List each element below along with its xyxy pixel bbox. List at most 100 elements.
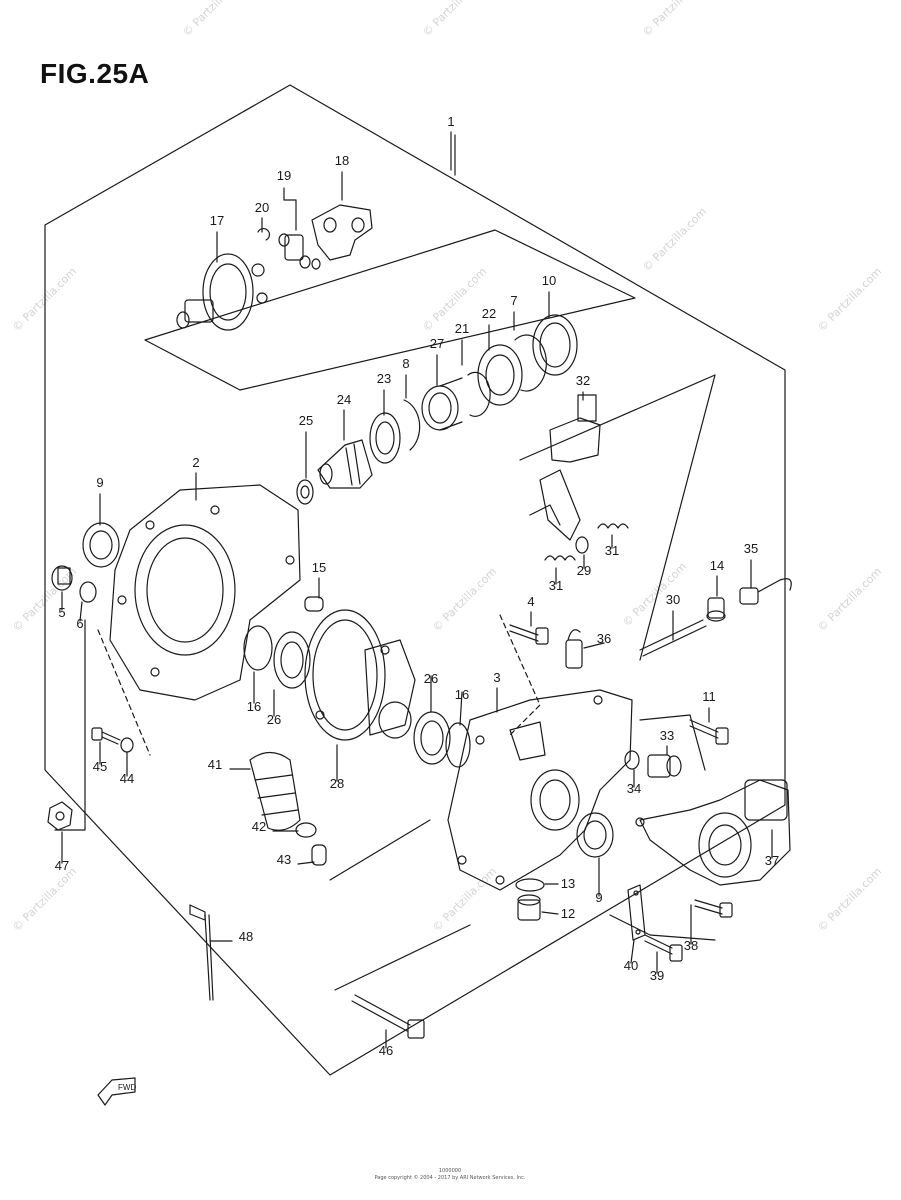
part-16-shim-right [445,722,471,768]
part-33-connector [647,754,682,778]
part-24-pinion-gear [317,439,373,489]
part-44-washer [120,737,134,753]
callout-36: 36 [597,631,611,646]
part-8-circlip [403,399,421,451]
callout-47: 47 [55,858,69,873]
part-19-universal-joint [278,233,321,270]
shift-group-frame [519,374,716,661]
callout-46: 46 [379,1043,393,1058]
callout-4: 4 [527,594,534,609]
callout-39: 39 [650,968,664,983]
callout-leader-line [541,911,559,915]
part-13-washer [515,878,545,892]
callout-33: 33 [660,728,674,743]
callout-14: 14 [710,558,724,573]
callout-41: 41 [208,757,222,772]
part-3-gear-case [447,689,633,891]
dashed-guide [97,629,151,756]
part-46-long-bolt [351,994,425,1039]
callout-6: 6 [76,616,83,631]
part-5-plug [51,565,73,591]
callout-34: 34 [627,781,641,796]
part-9-oil-seal [82,522,120,568]
part-35-sensor [739,578,792,605]
callout-7: 7 [510,293,517,308]
footer-copyright: Page copyright © 2004 - 2017 by ARI Netw… [374,1175,526,1181]
dashed-guide [499,614,541,736]
callout-13: 13 [561,876,575,891]
part-4-bolt [509,624,549,645]
footer-code: 1000000 [438,1168,462,1174]
callout-35: 35 [744,541,758,556]
part-41-boot [249,751,301,831]
callout-38: 38 [684,938,698,953]
part-34-o-ring [624,750,640,770]
part-17-flange [176,253,268,331]
part-15-dowel-pin [304,596,324,612]
callout-23: 23 [377,371,391,386]
part-25-needle-bearing [296,479,314,505]
figure-title: FIG.25A [40,58,150,89]
callout-15: 15 [312,560,326,575]
callout-32: 32 [576,373,590,388]
callout-25: 25 [299,413,313,428]
callout-leader-line [630,939,635,964]
part-9-oil-seal-right [576,812,614,858]
callout-43: 43 [277,852,291,867]
part-32-shift-bracket [529,394,601,541]
part-27-sleeve [421,377,463,431]
callout-10: 10 [542,273,556,288]
callout-leader-line [79,601,83,622]
part-26-bearing-right [413,711,451,765]
callout-11: 11 [702,689,716,704]
part-26-bearing [273,631,311,689]
callout-9: 9 [595,890,602,905]
callout-31: 31 [605,543,619,558]
part-38-bolt [694,899,733,918]
callout-9: 9 [96,475,103,490]
callout-19: 19 [277,168,291,183]
part-14-plug [706,597,726,622]
part-10-oil-seal [532,314,578,376]
callout-28: 28 [330,776,344,791]
callout-18: 18 [335,153,349,168]
part-42-clamp [295,822,317,838]
fwd-label: FWD [118,1083,136,1092]
leader-line [54,619,86,831]
part-36-switch [565,629,583,669]
callout-45: 45 [93,759,107,774]
part-16-shim [243,625,273,671]
part-23-bearing [369,412,401,464]
callout-5: 5 [58,605,65,620]
callout-31: 31 [549,578,563,593]
callout-20: 20 [255,200,269,215]
callout-leaders [61,131,773,1049]
callout-leader-line [459,691,463,726]
part-43-pin [311,844,327,866]
fwd-arrow-icon: FWD [97,1077,136,1106]
callout-leader-line [583,642,605,649]
callout-3: 3 [493,670,500,685]
callout-8: 8 [402,356,409,371]
leader-line [329,819,431,881]
callout-21: 21 [455,321,469,336]
part-20-circlip [257,228,270,241]
callout-40: 40 [624,958,638,973]
callout-leader-line [297,861,315,865]
part-40-bracket [627,884,646,941]
part-11-bolt [689,719,729,745]
part-6-gasket [79,581,97,603]
callout-2: 2 [192,455,199,470]
callout-22: 22 [482,306,496,321]
callout-29: 29 [577,563,591,578]
part-18-yoke [311,204,373,261]
callout-labels: 1234567899101112131415161617181920212223… [55,114,779,1058]
leader-line [334,924,471,991]
callout-42: 42 [252,819,266,834]
part-22-bearing [477,344,523,406]
part-37-actuator [635,779,791,886]
callout-37: 37 [765,853,779,868]
callout-17: 17 [210,213,224,228]
page-footer: 1000000 Page copyright © 2004 - 2017 by … [330,1168,570,1182]
